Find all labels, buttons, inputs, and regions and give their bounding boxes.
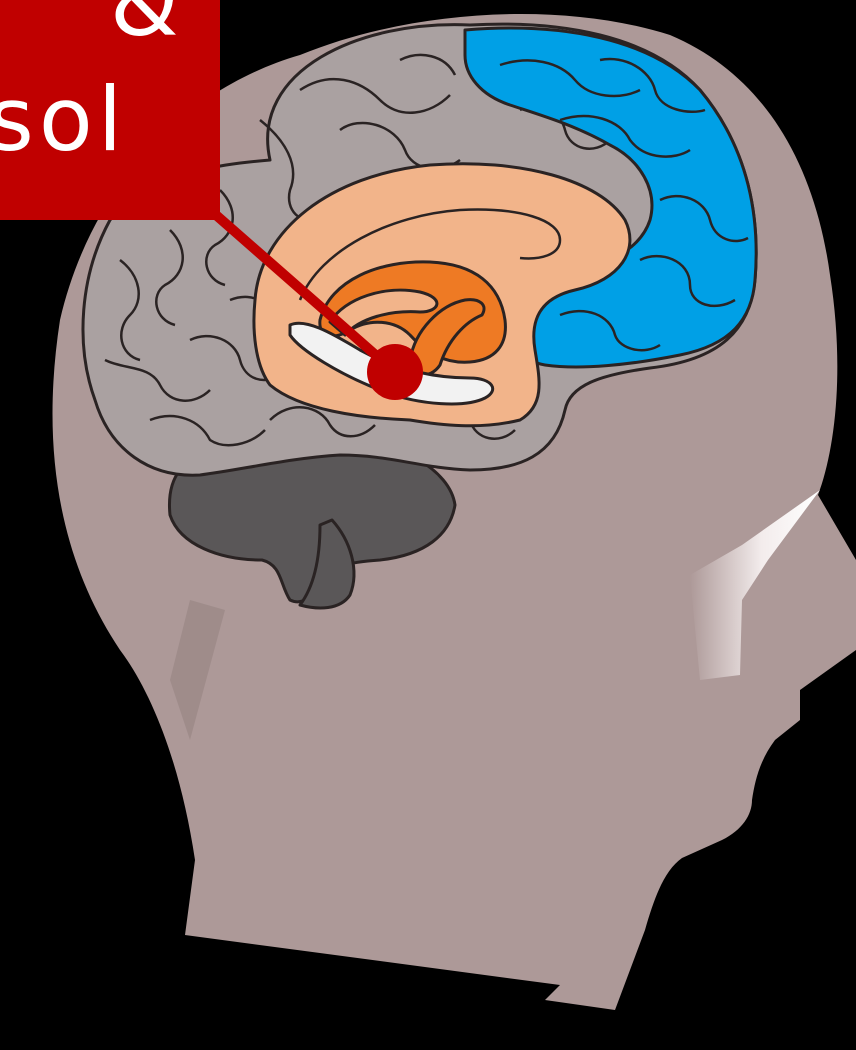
callout-text-line-1: & — [110, 0, 184, 56]
callout-marker-dot — [367, 344, 423, 400]
callout-text-line-2: sol — [0, 68, 127, 171]
